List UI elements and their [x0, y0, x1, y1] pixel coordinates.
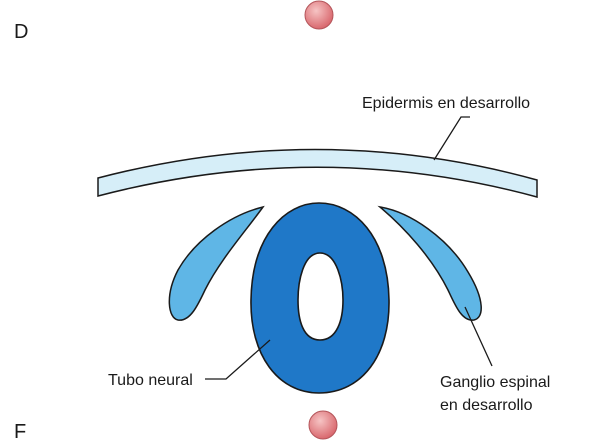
left-ganglion [169, 207, 263, 320]
ventral-letter: F [14, 421, 26, 443]
dorsal-marker [305, 1, 333, 29]
epidermis-leader [434, 117, 470, 160]
neural-tube [251, 203, 389, 393]
neural-tube-label: Tubo neural [108, 372, 193, 389]
right-ganglion [380, 207, 481, 320]
ganglion-label-line2: en desarrollo [440, 397, 533, 414]
epidermis-band [98, 149, 537, 197]
ganglion-label-line1: Ganglio espinal [440, 374, 550, 391]
epidermis-label: Epidermis en desarrollo [362, 95, 530, 112]
dorsal-letter: D [14, 21, 28, 43]
ventral-marker [309, 411, 337, 439]
